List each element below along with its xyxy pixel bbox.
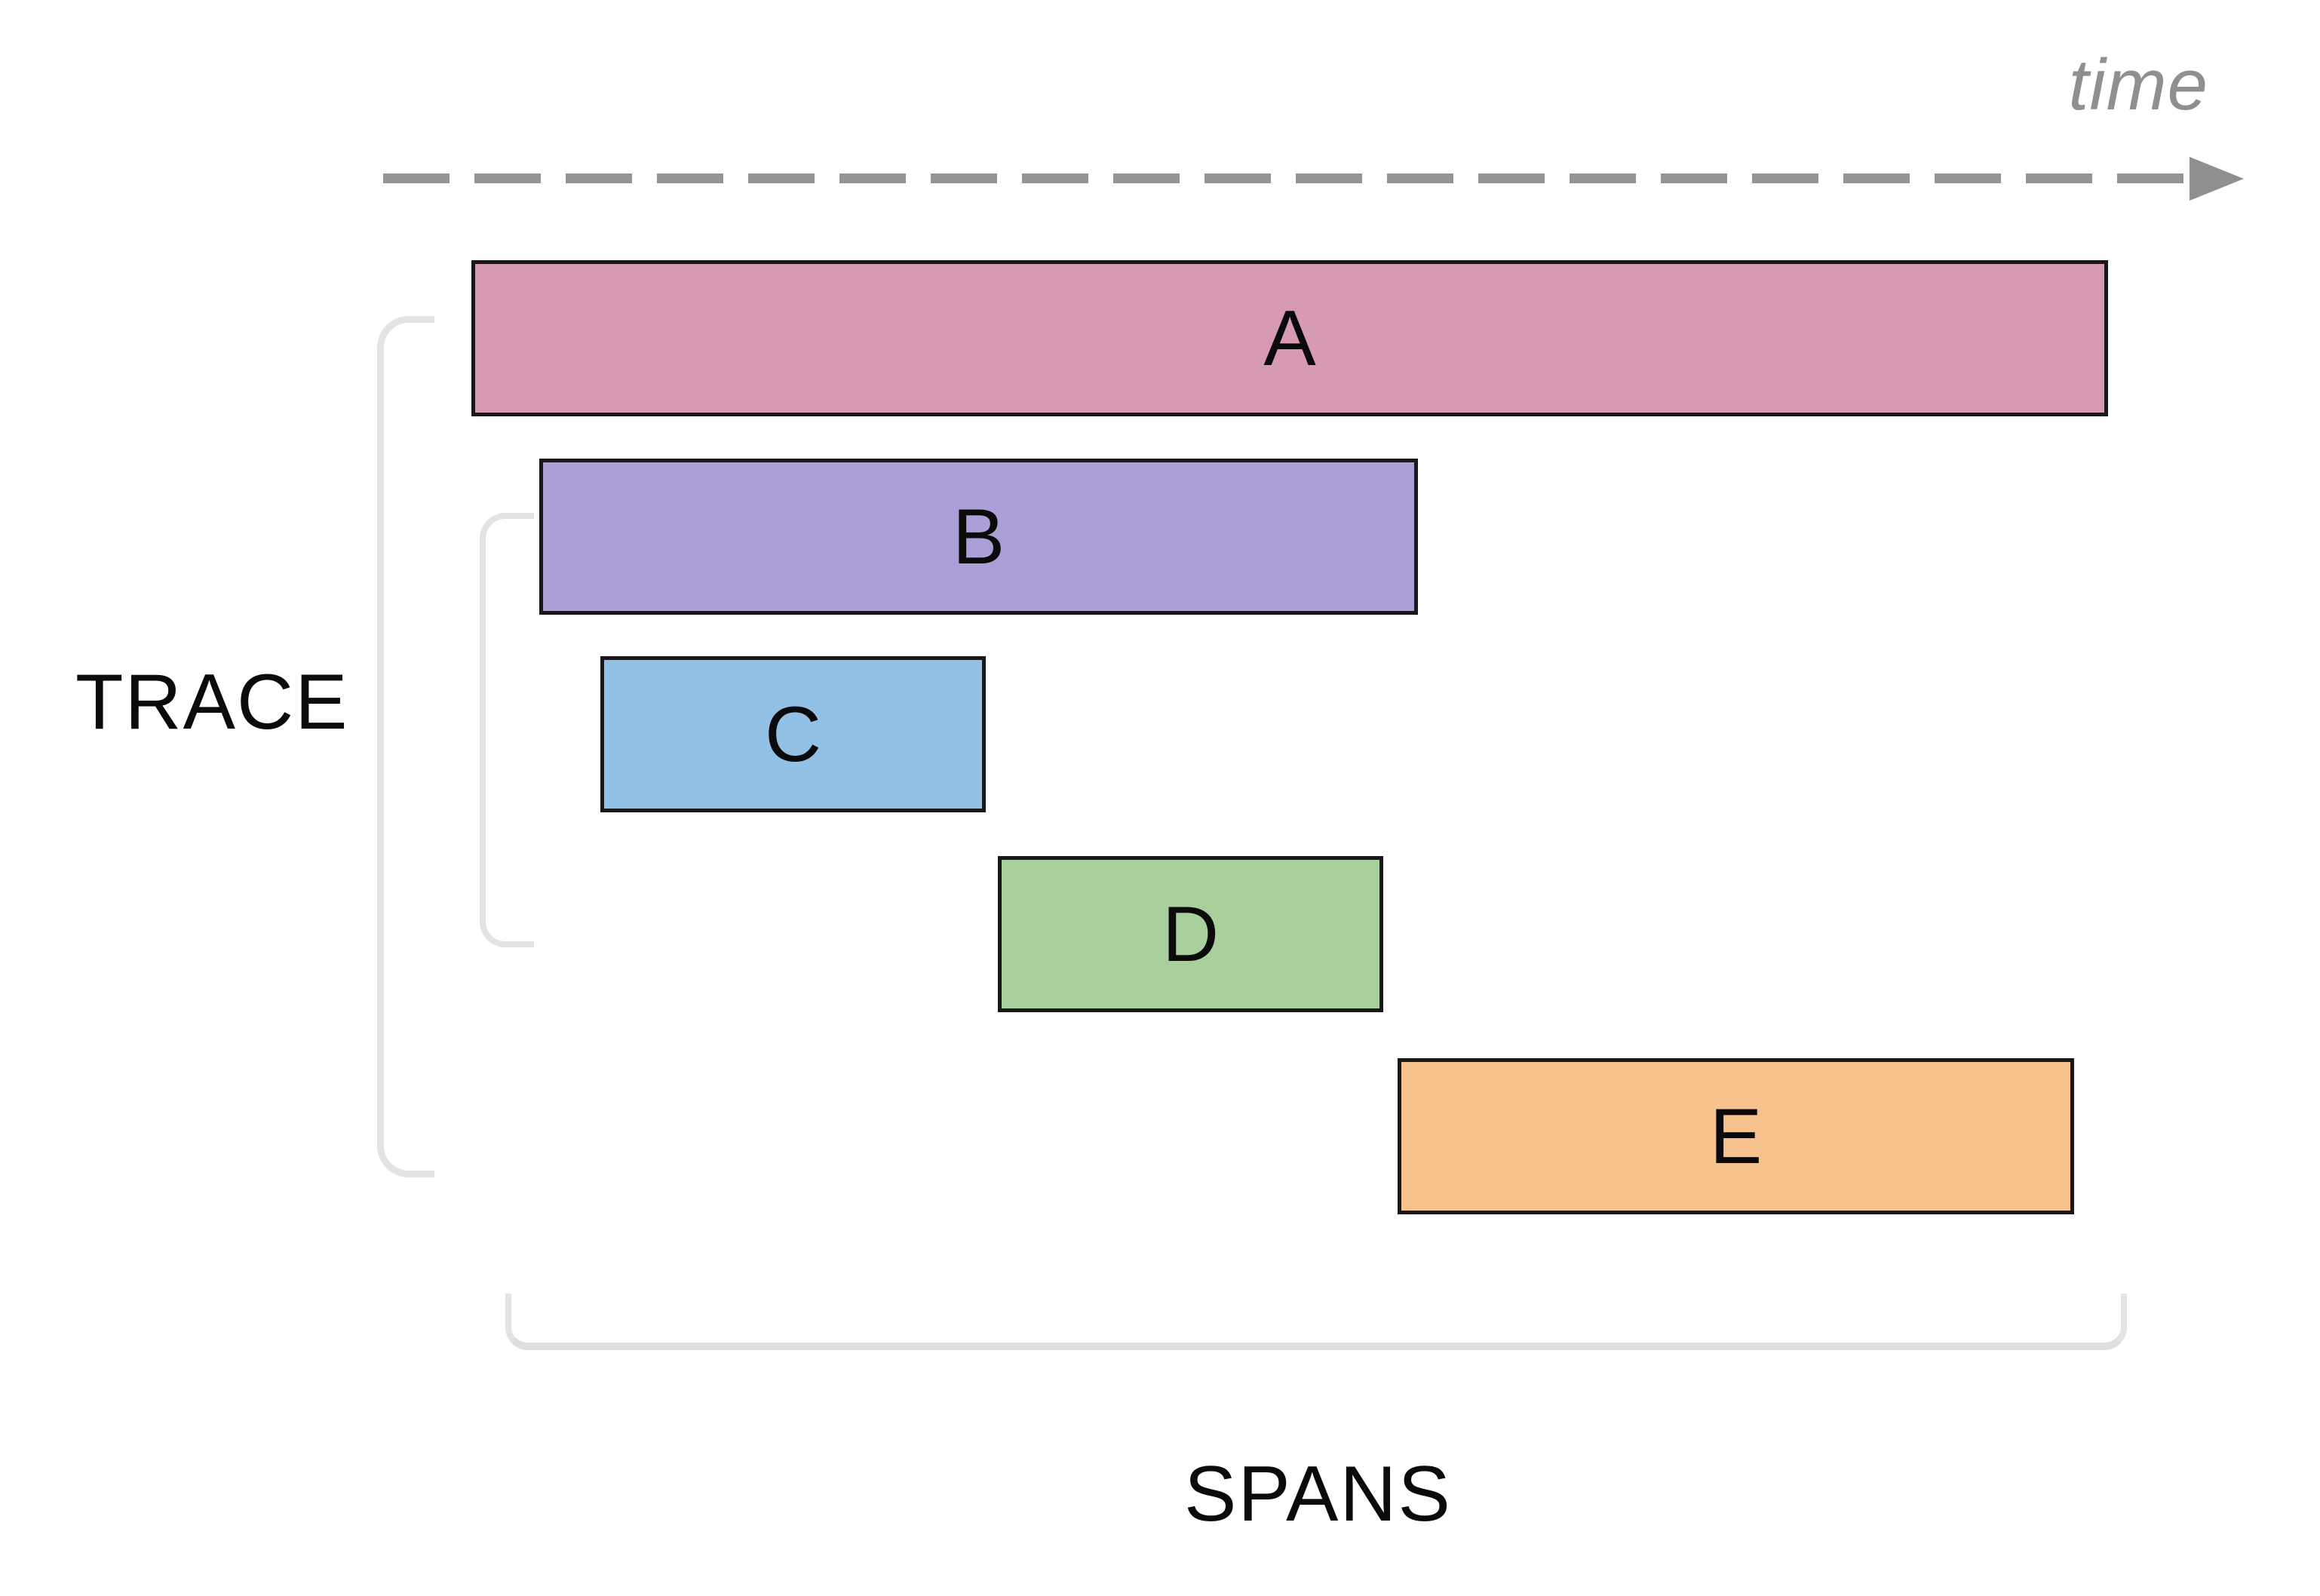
spans-label: SPANS [1184, 1450, 1452, 1538]
span-bar-label: A [1263, 294, 1316, 382]
span-bar-A: A [471, 260, 2108, 416]
span-bar-D: D [998, 856, 1383, 1012]
child-spans-bracket [480, 513, 534, 947]
span-bar-C: C [600, 656, 986, 812]
span-bar-label: D [1162, 890, 1220, 978]
span-bar-label: E [1709, 1092, 1763, 1180]
time-axis-label: time [2068, 45, 2208, 125]
span-bar-B: B [539, 459, 1418, 615]
spans-bracket [505, 1294, 2127, 1350]
trace-bracket [377, 316, 434, 1177]
span-bar-label: B [952, 493, 1005, 581]
time-axis-dashed-line [383, 173, 2187, 183]
trace-label: TRACE [75, 658, 349, 746]
time-axis-arrowhead-icon [2190, 157, 2244, 201]
span-bar-label: C [764, 690, 822, 778]
span-bar-E: E [1398, 1058, 2074, 1214]
